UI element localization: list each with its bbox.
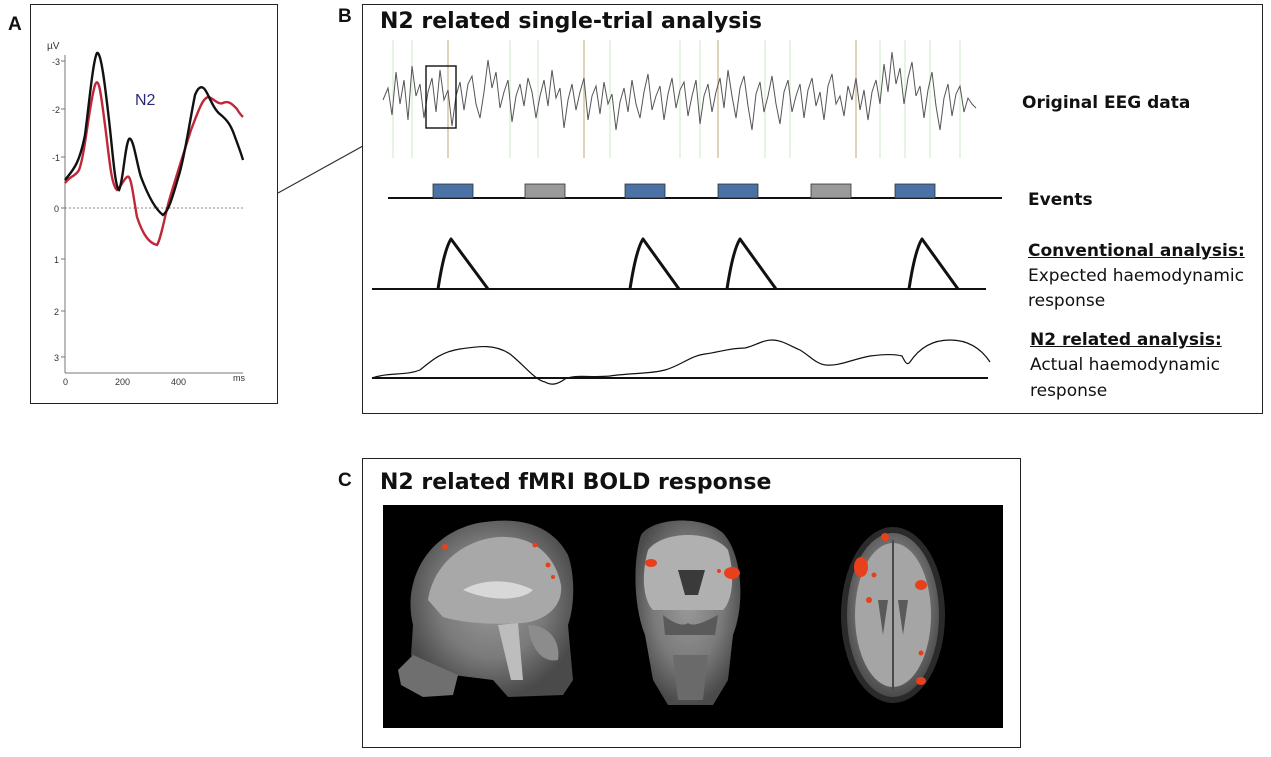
events-label: Events xyxy=(1028,190,1093,210)
coronal-slice xyxy=(635,520,741,705)
expected-hrf-peak xyxy=(628,237,681,290)
n2-analysis-line1: Actual haemodynamic xyxy=(1030,355,1220,375)
erp-plot: µV -3 -2 -1 0 1 2 3 0 200 400 ms N2 xyxy=(47,41,245,387)
y-tick: 0 xyxy=(54,204,59,214)
n2-analysis-line2: response xyxy=(1030,381,1108,401)
eeg-trace xyxy=(382,51,977,131)
eeg-zoom-box xyxy=(425,65,457,129)
conventional-line1: Expected haemodynamic xyxy=(1028,266,1245,286)
sagittal-slice xyxy=(398,520,574,697)
y-unit-label: µV xyxy=(47,41,60,52)
panel-b-title: N2 related single-trial analysis xyxy=(380,9,762,34)
expected-hrf-peak xyxy=(436,237,490,290)
event-block-blue xyxy=(432,183,474,199)
y-tick: -2 xyxy=(52,105,60,115)
n2-analysis-heading: N2 related analysis: xyxy=(1030,330,1222,350)
conventional-line2: response xyxy=(1028,291,1106,311)
y-tick: -3 xyxy=(52,57,60,67)
mri-image-strip xyxy=(383,505,1003,728)
panel-c-title: N2 related fMRI BOLD response xyxy=(380,470,772,495)
x-tick: 200 xyxy=(115,377,130,387)
event-block-gray xyxy=(524,183,566,199)
panel-b-box xyxy=(362,4,1263,414)
panel-a-erp-box: µV -3 -2 -1 0 1 2 3 0 200 400 ms N2 xyxy=(30,4,278,404)
actual-hrf-curve xyxy=(371,339,991,385)
axial-slice xyxy=(841,527,945,703)
x-unit-label: ms xyxy=(233,373,245,383)
expected-hrf-peak xyxy=(907,237,960,290)
y-tick: 3 xyxy=(54,353,59,363)
x-tick: 400 xyxy=(171,377,186,387)
panel-letter-a: A xyxy=(8,14,22,35)
eeg-label: Original EEG data xyxy=(1022,93,1191,113)
event-block-blue xyxy=(717,183,759,199)
erp-red-waveform xyxy=(64,81,244,247)
x-tick: 0 xyxy=(63,377,68,387)
panel-letter-b: B xyxy=(338,6,352,27)
conventional-heading: Conventional analysis: xyxy=(1028,241,1245,261)
y-tick: 1 xyxy=(54,255,59,265)
y-tick: 2 xyxy=(54,307,59,317)
panel-letter-c: C xyxy=(338,470,352,491)
expected-hrf-peak xyxy=(725,237,778,290)
erp-black-waveform xyxy=(64,51,245,217)
y-tick: -1 xyxy=(52,153,60,163)
event-block-blue xyxy=(624,183,666,199)
event-block-gray xyxy=(810,183,852,199)
n2-component-label: N2 xyxy=(135,92,156,109)
mri-slices xyxy=(398,520,945,705)
event-block-blue xyxy=(894,183,936,199)
